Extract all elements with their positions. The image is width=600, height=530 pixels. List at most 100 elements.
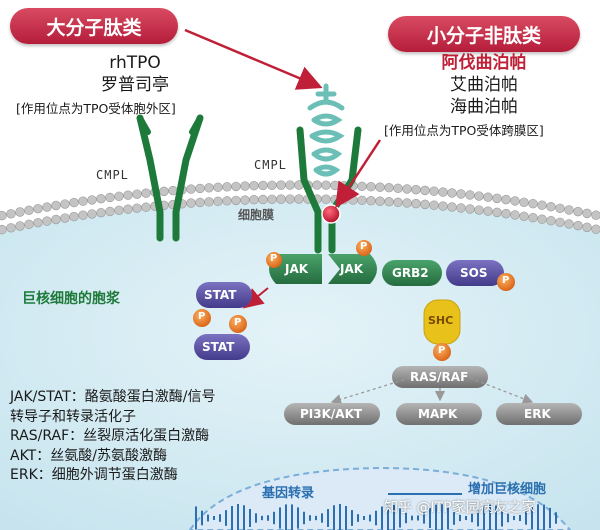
membrane-bead bbox=[132, 189, 142, 199]
membrane-bead bbox=[87, 195, 97, 205]
membrane-bead bbox=[159, 186, 169, 197]
membrane-bead bbox=[483, 192, 493, 202]
membrane-bead bbox=[411, 184, 421, 195]
membrane-bead bbox=[42, 202, 52, 212]
membrane-bead bbox=[375, 182, 385, 192]
membrane-bead bbox=[456, 189, 466, 199]
membrane-bead bbox=[213, 182, 223, 193]
membrane-bead bbox=[438, 187, 448, 197]
membrane-bead bbox=[357, 181, 367, 192]
membrane-bead bbox=[60, 199, 70, 209]
increase-megakaryocyte-label: 增加巨核细胞 bbox=[468, 482, 547, 497]
jak-left-shape bbox=[269, 254, 322, 284]
membrane-bead bbox=[6, 223, 16, 233]
membrane-bead bbox=[474, 205, 484, 215]
membrane-bead bbox=[357, 195, 367, 206]
large-molecule-drugs: rhTPO 罗普司亭 bbox=[30, 52, 240, 96]
membrane-bead bbox=[285, 194, 295, 204]
membrane-bead bbox=[447, 188, 457, 198]
membrane-bead bbox=[186, 184, 196, 194]
membrane-bead bbox=[114, 191, 124, 201]
membrane-bead bbox=[24, 205, 34, 215]
legend-line-4: AKT：丝氨酸/苏氨酸激酶 bbox=[10, 447, 167, 464]
stat-p1-icon bbox=[193, 309, 211, 327]
drug-avatrombopag: 阿伐曲泊帕 bbox=[441, 53, 527, 73]
membrane-bead bbox=[510, 210, 520, 220]
erk-label: ERK bbox=[524, 407, 551, 421]
membrane-bead bbox=[438, 201, 448, 211]
membrane-bead bbox=[249, 195, 259, 205]
membrane-bead bbox=[123, 190, 133, 200]
membrane-bead bbox=[33, 217, 43, 228]
cell-membrane bbox=[0, 180, 600, 235]
cmpl-receptor-left bbox=[136, 114, 204, 242]
membrane-bead bbox=[231, 195, 241, 206]
membrane-bead bbox=[321, 180, 331, 190]
legend-line-2: 转导子和转录活化子 bbox=[10, 408, 136, 425]
membrane-bead bbox=[24, 219, 34, 229]
stat-p2-icon bbox=[229, 315, 247, 333]
membrane-bead bbox=[51, 214, 61, 225]
ras-raf-shape bbox=[392, 366, 488, 388]
membrane-bead bbox=[276, 194, 286, 204]
legend-line-3: RAS/RAF：丝裂原活化蛋白激酶 bbox=[10, 428, 210, 444]
jak-left-label: JAK bbox=[285, 262, 309, 276]
stat-lower-label: STAT bbox=[202, 340, 235, 354]
membrane-bead bbox=[15, 221, 25, 231]
membrane-bead bbox=[465, 190, 475, 200]
p-label-sos: P bbox=[502, 275, 510, 286]
membrane-bead bbox=[564, 205, 574, 215]
drug-romiplostim: 罗普司亭 bbox=[101, 75, 169, 95]
p-label-stat1: P bbox=[198, 311, 206, 322]
membrane-bead bbox=[366, 196, 376, 206]
membrane-label: 细胞膜 bbox=[238, 208, 275, 222]
small-molecule-note: [作用位点为TPO受体跨膜区] bbox=[384, 123, 544, 138]
membrane-bead bbox=[474, 191, 484, 201]
membrane-bead bbox=[573, 206, 583, 217]
membrane-bead bbox=[240, 181, 250, 191]
membrane-bead bbox=[141, 188, 151, 198]
membrane-bead bbox=[312, 180, 322, 190]
membrane-bead bbox=[492, 207, 502, 218]
membrane-bead bbox=[123, 204, 133, 214]
pi3k-akt-label: PI3K/AKT bbox=[300, 407, 363, 421]
membrane-bead bbox=[231, 181, 241, 192]
legend-line-1: JAK/STAT：酪氨酸蛋白激酶/信号 bbox=[10, 389, 216, 405]
membrane-bead bbox=[420, 185, 430, 196]
membrane-bead bbox=[51, 200, 61, 211]
arrow-large-to-receptor bbox=[184, 28, 323, 90]
jak-right-shape bbox=[328, 254, 377, 284]
membrane-bead bbox=[591, 224, 600, 234]
p-label-shc: P bbox=[438, 345, 446, 356]
cytoplasm-label: 巨核细胞的胞浆 bbox=[22, 291, 120, 307]
ras-raf-label: RAS/RAF bbox=[410, 370, 469, 384]
membrane-bead bbox=[582, 208, 592, 219]
stat-lower-shape bbox=[194, 334, 250, 360]
membrane-bead bbox=[195, 197, 205, 208]
membrane-bead bbox=[78, 210, 88, 220]
membrane-bead bbox=[393, 197, 403, 208]
sos-p-icon bbox=[497, 273, 515, 291]
membrane-bead bbox=[402, 184, 412, 194]
membrane-bead bbox=[429, 186, 439, 196]
stat-upper-label: STAT bbox=[204, 288, 237, 302]
membrane-bead bbox=[348, 195, 358, 205]
membrane-bead bbox=[321, 194, 331, 204]
abbreviation-legend: JAK/STAT：酪氨酸蛋白激酶/信号 转导子和转录活化子 RAS/RAF：丝裂… bbox=[10, 388, 280, 486]
mapk-label: MAPK bbox=[418, 407, 458, 421]
membrane-bead bbox=[204, 197, 214, 207]
drug-rhtpo: rhTPO bbox=[109, 53, 161, 73]
membrane-bead bbox=[258, 194, 268, 205]
membrane-bead bbox=[564, 219, 574, 229]
grb2-label: GRB2 bbox=[392, 266, 429, 280]
membrane-bead bbox=[483, 206, 493, 216]
membrane-bead bbox=[591, 210, 600, 220]
cmpl-left-label: CMPL bbox=[96, 168, 129, 182]
large-molecule-note: [作用位点为TPO受体胞外区] bbox=[16, 101, 176, 116]
membrane-bead bbox=[87, 209, 97, 219]
membrane-bead bbox=[60, 213, 70, 223]
membrane-bead bbox=[258, 180, 268, 191]
membrane-bead bbox=[249, 181, 259, 191]
membrane-bead bbox=[384, 197, 394, 207]
